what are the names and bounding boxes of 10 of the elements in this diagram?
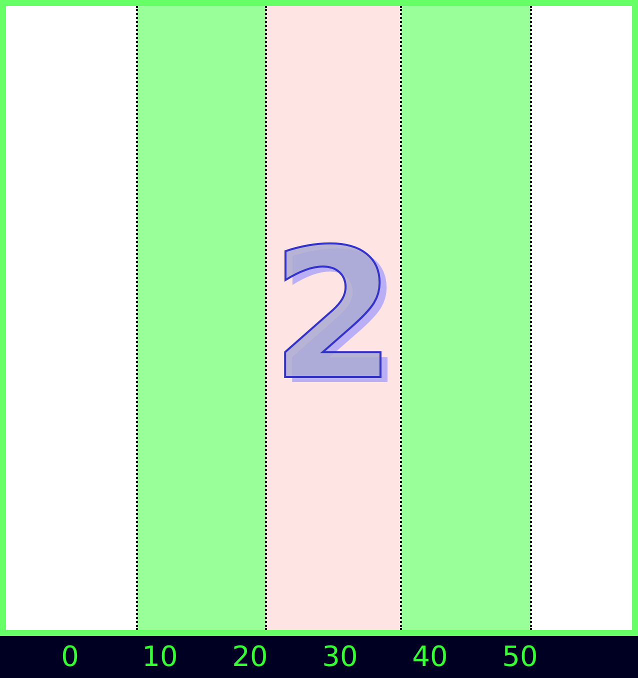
tick-label: 50 [502,640,538,674]
band [401,6,531,630]
tick-label: 40 [412,640,448,674]
band [137,6,266,630]
tick-label: 20 [232,640,268,674]
tick-label: 30 [322,640,358,674]
band [266,6,401,630]
big-numeral: 2 [270,226,398,406]
tick-label: 10 [142,640,178,674]
tick-label: 0 [61,640,79,674]
